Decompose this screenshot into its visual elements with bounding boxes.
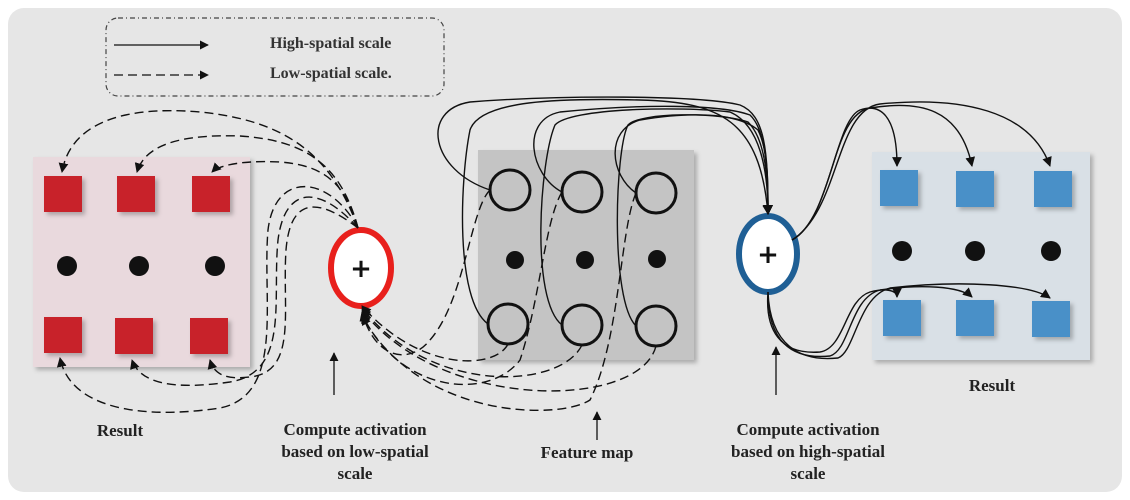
compute-low-line-2: based on low-spatial [281, 442, 429, 461]
left-top-squares [44, 176, 230, 212]
blue-square [883, 300, 921, 336]
solid-arrow [461, 98, 773, 325]
compute-high-line-1: Compute activation [736, 420, 880, 439]
dashed-arrow [361, 305, 509, 362]
feature-map-label: Feature map [540, 443, 634, 462]
solid-arrow [616, 114, 773, 327]
compute-high-label: Compute activation based on high-spatial… [693, 419, 923, 485]
high-to-right-bottom-arrows [766, 283, 1051, 360]
blue-square [1034, 171, 1072, 207]
feature-to-low-arrows [359, 189, 657, 411]
compute-high-line-3: scale [790, 464, 826, 483]
dashed-arrow [56, 185, 359, 413]
dashed-arrow [361, 192, 637, 411]
dashed-arrow [134, 135, 359, 229]
black-dot [576, 251, 594, 269]
blue-square [956, 300, 994, 336]
low-spatial-sum-node [328, 227, 394, 309]
low-to-left-bottom-arrows [56, 185, 359, 413]
high-sum-symbol: + [757, 240, 779, 270]
right-dots [892, 241, 1061, 261]
red-square [115, 318, 153, 354]
solid-arrow [767, 283, 1051, 360]
high-to-right-top-arrows [791, 101, 1052, 241]
compute-low-label: Compute activation based on low-spatial … [245, 419, 465, 485]
left-bottom-squares [44, 317, 228, 354]
compute-high-line-2: based on high-spatial [731, 442, 885, 461]
feature-to-high-arrows [437, 96, 773, 327]
solid-arrow [437, 96, 773, 215]
red-square [192, 176, 230, 212]
left-dots [57, 256, 225, 276]
low-sum-symbol: + [350, 254, 372, 284]
feature-map-dots [506, 250, 666, 269]
red-square [44, 176, 82, 212]
legend-high-label: High-spatial scale [270, 35, 392, 52]
solid-arrow [540, 108, 773, 326]
right-top-squares [880, 170, 1072, 207]
solid-arrow [767, 286, 973, 358]
dashed-arrow [359, 189, 491, 356]
dashed-arrow [361, 191, 563, 386]
blue-square [956, 171, 994, 207]
red-square [44, 317, 82, 353]
legend-low-label: Low-spatial scale. [270, 65, 392, 82]
black-dot [205, 256, 225, 276]
blue-square [880, 170, 918, 206]
dashed-arrow [211, 160, 359, 229]
blue-square [1032, 301, 1070, 337]
black-dot [57, 256, 77, 276]
dashed-arrow [130, 196, 359, 387]
red-square [117, 176, 155, 212]
black-dot [129, 256, 149, 276]
black-dot [1041, 241, 1061, 261]
solid-arrow [791, 101, 1052, 241]
right-bottom-squares [883, 300, 1070, 337]
result-right-label: Result [968, 376, 1016, 395]
legend-box [105, 17, 445, 97]
red-square [190, 318, 228, 354]
dashed-arrow [361, 309, 657, 392]
black-dot [648, 250, 666, 268]
result-left-label: Result [96, 421, 144, 440]
compute-low-line-1: Compute activation [283, 420, 427, 439]
black-dot [892, 241, 912, 261]
dashed-arrow [207, 206, 359, 379]
low-to-left-top-arrows [58, 109, 359, 229]
compute-low-line-3: scale [337, 464, 373, 483]
black-dot [965, 241, 985, 261]
black-dot [506, 251, 524, 269]
dashed-arrow [361, 307, 583, 378]
